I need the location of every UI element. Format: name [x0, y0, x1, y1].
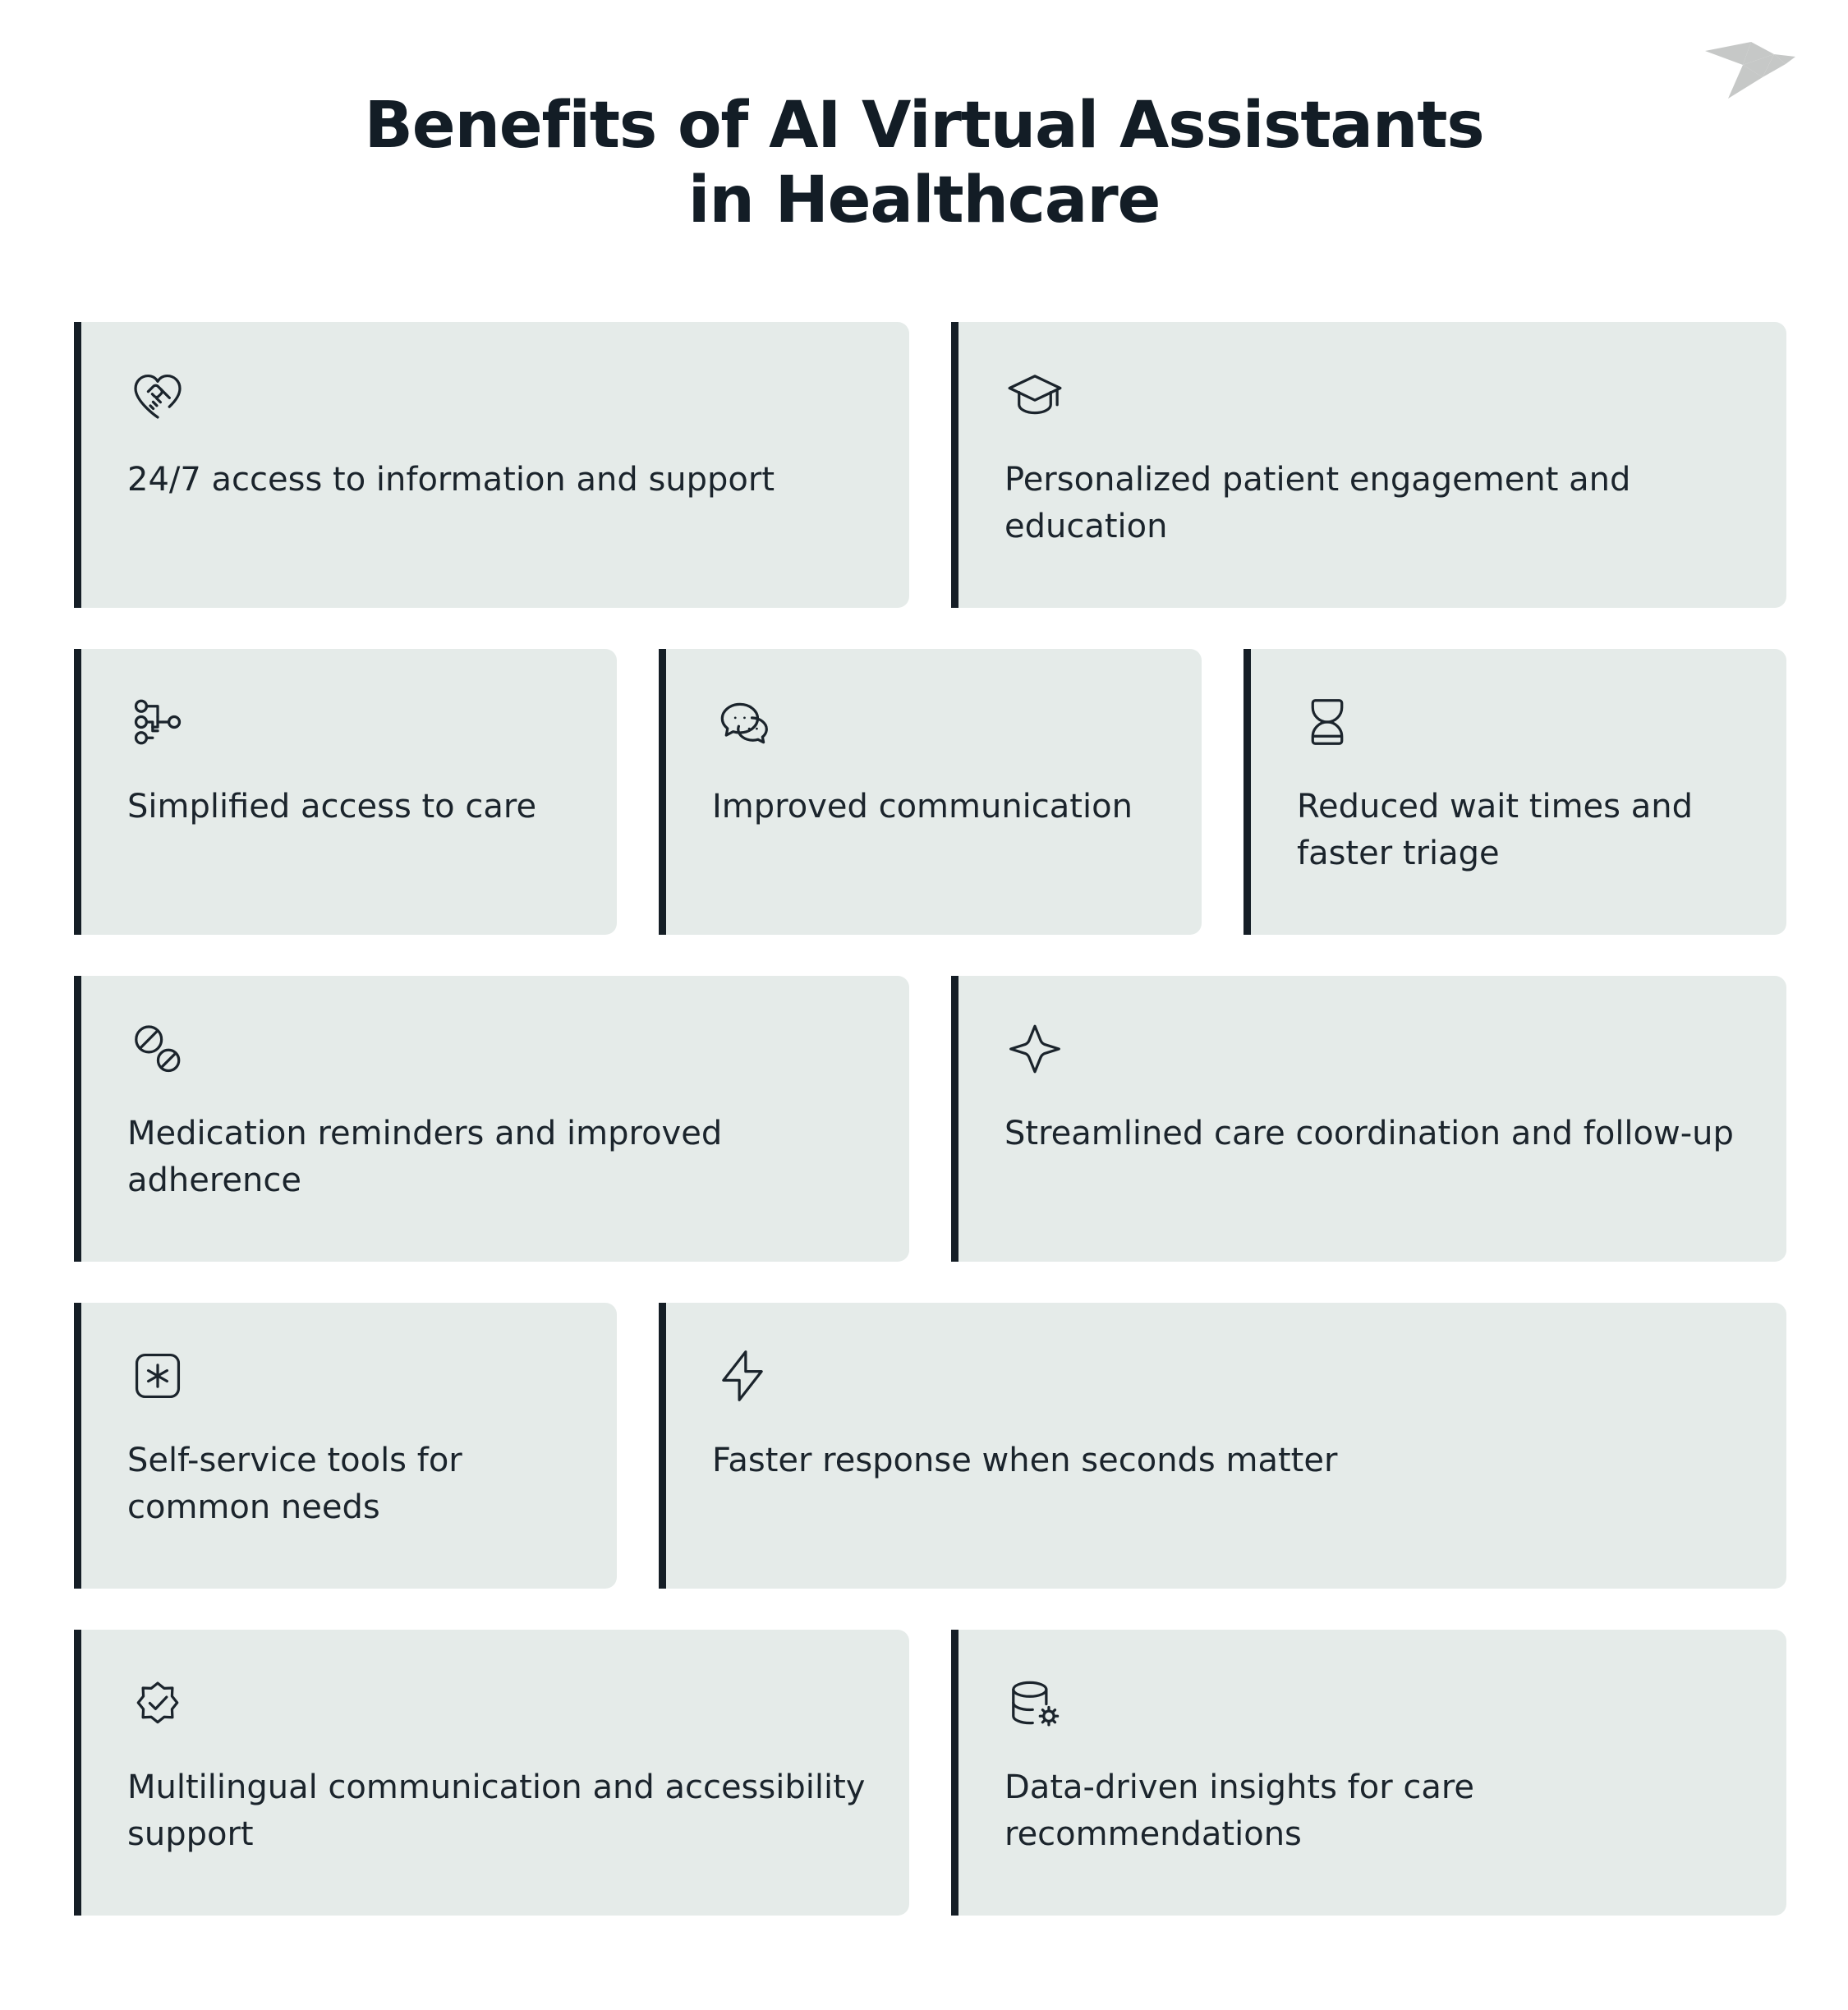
benefit-card-label: Simplified access to care: [127, 788, 537, 826]
sparkle-star-icon: [1004, 1019, 1065, 1079]
benefit-card-label: Faster response when seconds matter: [712, 1442, 1338, 1479]
benefit-card-personalized-engagement[interactable]: Personalized patient engagement and educ…: [951, 322, 1786, 608]
benefit-card-label: Improved communication: [712, 788, 1133, 826]
benefits-grid: 24/7 access to information and support P…: [74, 322, 1786, 1916]
benefit-card-data-driven-insights[interactable]: Data-driven insights for care recommenda…: [951, 1630, 1786, 1916]
benefit-card-label: Self-service tools for common needs: [127, 1442, 462, 1526]
hierarchy-merge-icon: [127, 692, 188, 752]
heart-handshake-icon: [127, 365, 188, 425]
benefit-card-label: 24/7 access to information and support: [127, 461, 775, 499]
verified-badge-icon: [127, 1672, 188, 1733]
graduation-cap-icon: [1004, 365, 1065, 425]
benefit-card-label: Personalized patient engagement and educ…: [1004, 461, 1631, 545]
hourglass-icon: [1297, 692, 1358, 752]
benefit-card-label: Reduced wait times and faster triage: [1297, 788, 1693, 872]
benefit-card-label: Multilingual communication and accessibi…: [127, 1769, 866, 1853]
benefit-card-reduced-wait-times[interactable]: Reduced wait times and faster triage: [1243, 649, 1786, 935]
benefits-row-5: Multilingual communication and accessibi…: [74, 1630, 1786, 1916]
benefits-row-4: Self-service tools for common needs Fast…: [74, 1303, 1786, 1589]
asterisk-square-icon: [127, 1345, 188, 1406]
benefits-row-1: 24/7 access to information and support P…: [74, 322, 1786, 608]
benefits-row-3: Medication reminders and improved adhere…: [74, 976, 1786, 1262]
chat-bubbles-icon: [712, 692, 773, 752]
benefit-card-streamlined-coordination[interactable]: Streamlined care coordination and follow…: [951, 976, 1786, 1262]
benefit-card-multilingual-communication[interactable]: Multilingual communication and accessibi…: [74, 1630, 909, 1916]
benefit-card-label: Data-driven insights for care recommenda…: [1004, 1769, 1475, 1853]
database-gear-icon: [1004, 1672, 1065, 1733]
benefit-card-self-service-tools[interactable]: Self-service tools for common needs: [74, 1303, 617, 1589]
benefit-card-label: Streamlined care coordination and follow…: [1004, 1115, 1734, 1152]
benefit-card-simplified-access[interactable]: Simplified access to care: [74, 649, 617, 935]
benefit-card-24-7-access[interactable]: 24/7 access to information and support: [74, 322, 909, 608]
benefit-card-label: Medication reminders and improved adhere…: [127, 1115, 723, 1199]
lightning-bolt-icon: [712, 1345, 773, 1406]
benefit-card-improved-communication[interactable]: Improved communication: [659, 649, 1202, 935]
page-title: Benefits of AI Virtual Assistants in Hea…: [364, 89, 1484, 238]
benefit-card-medication-reminders[interactable]: Medication reminders and improved adhere…: [74, 976, 909, 1262]
benefits-row-2: Simplified access to care Improved commu…: [74, 649, 1786, 935]
benefit-card-faster-response[interactable]: Faster response when seconds matter: [659, 1303, 1786, 1589]
origami-bird-logo: [1700, 18, 1805, 107]
pills-icon: [127, 1019, 188, 1079]
